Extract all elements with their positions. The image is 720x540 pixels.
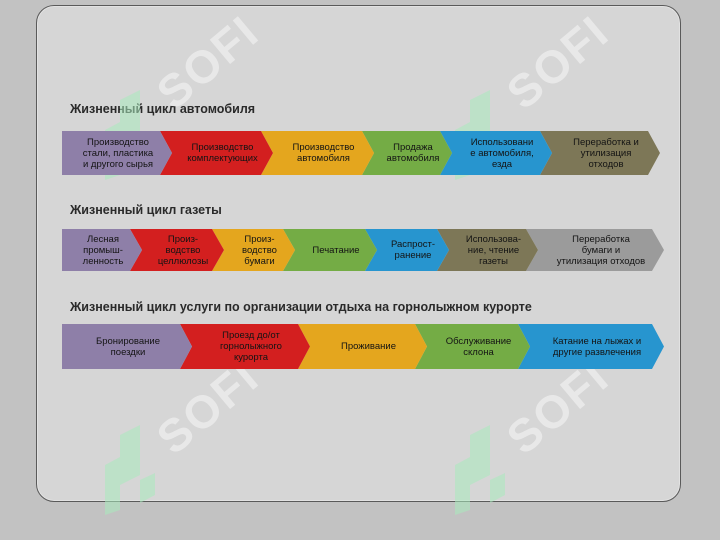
stage-chevron: Проживание (298, 324, 427, 369)
stage-label: Проживание (340, 341, 396, 352)
stage-label: Печатание (312, 244, 360, 256)
section-title-newspaper: Жизненный цикл газеты (70, 203, 222, 217)
section-title-ski-resort: Жизненный цикл услуги по организации отд… (70, 300, 532, 314)
stage-chevron: Распрост-ранение (365, 229, 449, 271)
stage-chevron: Печатание (283, 229, 377, 271)
stage-label: Распрост-ранение (390, 239, 436, 261)
